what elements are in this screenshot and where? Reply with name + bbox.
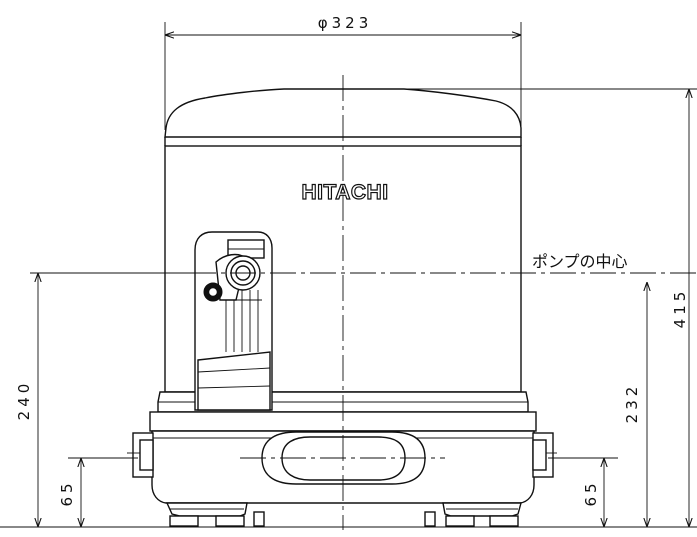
pump-center-label: ポンプの中心 [532, 252, 628, 271]
pump-center-height-right-dimension: 232 [623, 383, 641, 424]
brand-logo: HITACHI [301, 181, 388, 204]
right-foot [442, 502, 522, 527]
left-foot [165, 502, 248, 527]
base-height-right-dimension: 65 [582, 479, 600, 506]
total-height-dimension: 415 [671, 288, 689, 329]
left-side-bracket [127, 432, 154, 478]
diameter-dimension: φ323 [318, 14, 373, 32]
pump-body: HITACHI [127, 88, 557, 527]
pump-center-height-left-dimension: 240 [15, 380, 33, 421]
discharge-fitting [194, 231, 273, 411]
base-height-left-dimension: 65 [58, 479, 76, 506]
right-side-bracket [532, 432, 557, 478]
